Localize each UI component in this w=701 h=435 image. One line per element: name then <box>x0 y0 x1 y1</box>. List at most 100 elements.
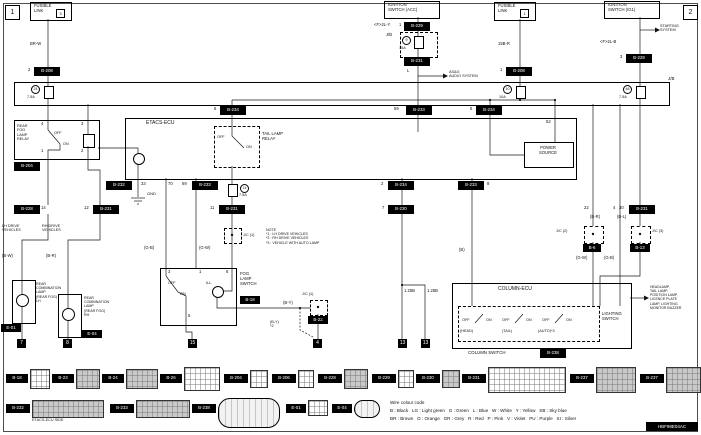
pin-number: 33 <box>141 181 146 186</box>
pin-number: 30 <box>619 205 624 210</box>
connector-b-204: B-204 <box>14 162 40 171</box>
connector-b-206: B-206 <box>272 374 296 383</box>
rear-combination-lamp-lh-label: REAR COMBINATION LAMP (REAR FOG) LH <box>36 282 62 303</box>
legend-heading: Wire colour code <box>390 400 425 405</box>
etacs-ecu-side-label: ETACS-ECU SIDE <box>32 418 64 422</box>
fuse-symbol <box>44 86 54 99</box>
tail-lamp-relay-box <box>214 126 260 168</box>
diagram-label: ON <box>566 318 572 322</box>
lh-drive-label: LH DRIVE VEHICLES <box>2 224 21 233</box>
connector-b-237: B-237 <box>640 374 664 383</box>
asg-audio-system-label: AS&G AUDIO SYSTEM <box>449 70 478 79</box>
diagram-label: OFF <box>217 135 225 139</box>
pin-number: 2 <box>381 181 384 186</box>
note-block: NOTE *1 : LH DRIVE VEHICLES *2 : RH DRIV… <box>266 228 320 245</box>
pin-number: 59 <box>394 106 399 111</box>
connector-b-238: B-238 <box>192 404 216 413</box>
rh-drive-label: RH DRIVE VEHICLES <box>42 224 61 233</box>
fusible-link-3-box <box>30 2 72 21</box>
fuse-symbol <box>414 36 424 49</box>
fuse-48: 48 <box>623 85 632 94</box>
jc2-box <box>584 226 604 244</box>
bulb-symbol <box>62 308 75 321</box>
connector-b-24: B-24 <box>102 374 124 383</box>
connector-b-231: B-231 <box>93 205 119 214</box>
legend-line-1: B : Black LG : Light green G : Green L :… <box>390 407 567 413</box>
wire-colour-label: (G-B) <box>144 245 155 250</box>
connector-b-234: B-234 <box>476 106 502 115</box>
pin-number: 5 <box>470 106 473 111</box>
wire-colour-label: (B-R) <box>590 214 601 219</box>
pin-number: 4 <box>613 205 616 210</box>
etacs-ecu-box <box>125 118 577 180</box>
pin-number: 3 <box>168 269 171 274</box>
connector-pin-table <box>32 400 104 418</box>
fuse-24: 24 <box>31 85 40 94</box>
connector-e-04: E-04 <box>82 330 102 338</box>
fuse-10: 10 <box>503 85 512 94</box>
wire-colour-label: (G-W) <box>576 255 588 260</box>
jc1-label: J/C (1) <box>302 292 314 296</box>
connector-b-233: B-233 <box>406 106 432 115</box>
connector-b-230: B-230 <box>416 374 440 383</box>
diagram-label: ON <box>180 292 186 296</box>
diagram-label: ON <box>246 145 252 149</box>
wire-colour-label: 1.25B <box>404 288 415 293</box>
connector-b-231: B-231 <box>219 205 245 214</box>
fusible-link-3-label: FUSIBLE LINK <box>34 3 52 13</box>
wire-colour-label: (B-Y) *2 <box>270 320 279 329</box>
tail-lamp-relay-label: TAIL LAMP RELAY <box>262 131 283 141</box>
connector-b-208: B-208 <box>506 67 532 76</box>
wire-colour-label: (G-B) <box>604 255 615 260</box>
ignition-switch-ig1-label: IGNITION SWITCH (IG1) <box>608 2 636 12</box>
pin-number: 4 <box>41 121 44 126</box>
jc2-label: J/C (2) <box>556 229 568 233</box>
relay-coil <box>83 134 95 148</box>
connector-b-232: B-232 <box>6 404 30 413</box>
jc1-box <box>224 228 242 244</box>
connector-b-22: B-22 <box>308 316 328 324</box>
fuse-rating: 10A <box>499 95 506 99</box>
ground-point-15: 15 <box>188 339 197 348</box>
diagram-label: OFF <box>542 318 550 322</box>
pin-number: 3 <box>620 54 623 59</box>
frame-ref-2: 2 <box>683 5 698 20</box>
pin-number: 1 <box>199 269 202 274</box>
column-switch-box <box>452 283 632 349</box>
etacs-ecu-label: ETACS-ECU <box>146 120 175 126</box>
connector-e-01: E-01 <box>286 404 306 413</box>
connector-b-229: B-229 <box>372 374 396 383</box>
fuse-rating: 7.5A <box>619 95 627 99</box>
ignition-switch-acc-label: IGNITION SWITCH (ACC) <box>388 2 418 12</box>
ground-point-4: 4 <box>313 339 322 348</box>
connector-b-18: B-18 <box>6 374 28 383</box>
connector-b-6: B-6 <box>583 244 601 252</box>
connector-pin-table <box>184 367 220 391</box>
switch-position-label: (TAIL) <box>502 329 513 333</box>
wire-colour-label: <F>2L-Y <box>374 22 391 27</box>
pin-number: 69 <box>182 181 187 186</box>
connector-pin-table <box>488 367 566 393</box>
connector-b-231: B-231 <box>404 57 430 66</box>
ground-point-8: 8 <box>63 339 72 348</box>
connector-b-232: B-232 <box>106 181 132 190</box>
connector-pin-table <box>250 370 268 388</box>
connector-b-234: B-234 <box>388 181 414 190</box>
connector-b-230: B-230 <box>388 205 414 214</box>
jc1-label: J/C (1) <box>243 233 255 237</box>
diagram-label: OFF <box>168 281 176 285</box>
wire-colour-label: (B-R) <box>46 253 57 258</box>
connector-b-231: B-231 <box>629 205 655 214</box>
pin-number: 2 <box>81 148 84 153</box>
rear-combination-lamp-rh-box <box>58 294 82 338</box>
connector-pin-table <box>136 400 190 418</box>
pin-number: 6 <box>214 106 217 111</box>
pin-number: 1 <box>399 22 402 27</box>
jc3-label: J/C (3) <box>652 229 664 233</box>
pin-number: 22 <box>584 205 589 210</box>
connector-pin-table <box>308 400 328 416</box>
rear-fog-lamp-relay-label: REAR FOG LAMP RELAY <box>17 124 30 142</box>
pin-number: 7 <box>382 205 385 210</box>
